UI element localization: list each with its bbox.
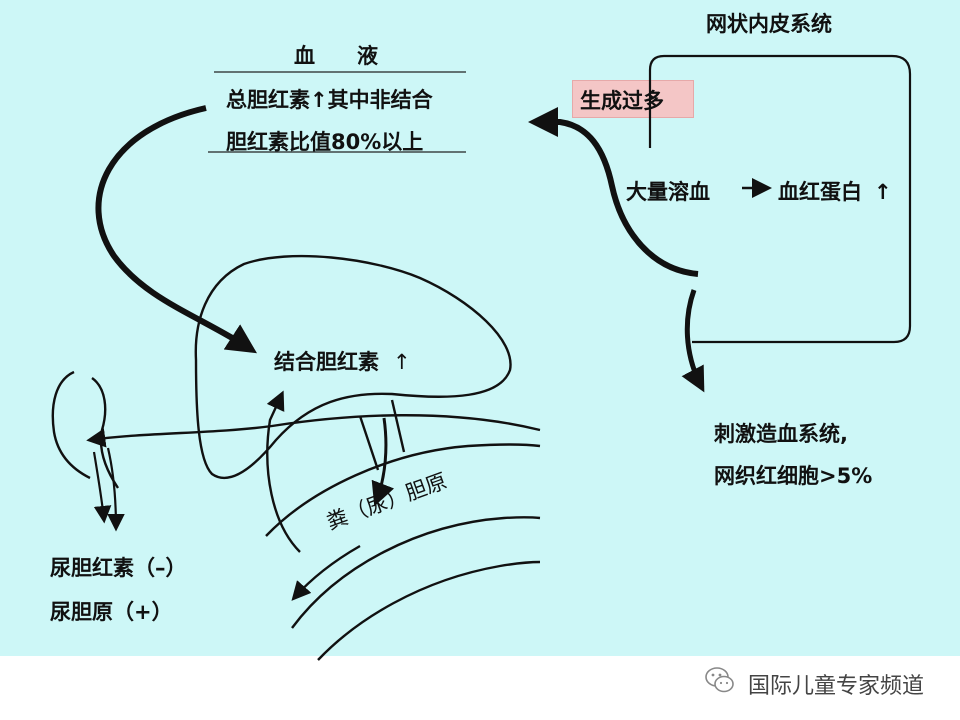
up-arrow-icon: ↑ (393, 350, 411, 374)
enterohepatic-arrow (266, 390, 301, 553)
hemoglobin-text: 血红蛋白 (778, 180, 862, 204)
overproduction-label: 生成过多 (580, 89, 664, 113)
blood-line-1: 总胆红素↑其中非结合 (226, 84, 433, 114)
bile-duct-arrow (371, 417, 395, 507)
urine-urobilinogen-label: 尿胆原（+） (50, 600, 173, 624)
kidney-pelvis (91, 377, 119, 489)
blood-title: 血 液 (294, 44, 378, 68)
overproduction-highlight (572, 80, 694, 118)
slide-background (0, 0, 960, 656)
kidney-outline (51, 370, 91, 480)
blood-line-2: 胆红素比值80%以上 (226, 130, 424, 154)
conjugated-bilirubin-label: 结合胆红素 ↑ (274, 346, 411, 376)
hemolysis-label: 大量溶血 (626, 180, 710, 204)
watermark-text: 国际儿童专家频道 (748, 674, 925, 699)
intestine-lower-wall (291, 516, 541, 629)
intestine-upper-wall (265, 443, 541, 537)
intestine-bottom-wall (317, 560, 541, 661)
wechat-icon (705, 667, 734, 693)
bile-duct-right (390, 399, 406, 453)
intestine-outflow-arrow (291, 544, 361, 601)
conjugated-text: 结合胆红素 (274, 350, 379, 374)
ureter-arrow-left (92, 451, 112, 524)
res-box-outline (648, 54, 912, 344)
res-title: 网状内皮系统 (706, 12, 832, 36)
bile-duct-left (358, 415, 380, 471)
total-bilirubin-label: 总胆红素 (226, 88, 310, 112)
hemoglobin-label: 血红蛋白 ↑ (778, 176, 892, 206)
unconjugated-label: 其中非结合 (327, 88, 433, 112)
ureter-arrow-right (106, 447, 125, 532)
urine-bilirubin-label: 尿胆红素（–） (50, 556, 187, 580)
hemolysis-to-blood-arrow (528, 107, 699, 277)
marrow-line-1: 刺激造血系统, (714, 422, 848, 446)
footer-bar (0, 656, 960, 720)
res-to-marrow-arrow (681, 289, 705, 393)
up-arrow-icon: ↑ (874, 180, 892, 204)
liver-to-kidney-arrow (86, 414, 541, 448)
up-arrow-icon: ↑ (310, 88, 328, 112)
liver-outline (194, 254, 512, 480)
marrow-line-2: 网织红细胞>5% (714, 464, 873, 488)
